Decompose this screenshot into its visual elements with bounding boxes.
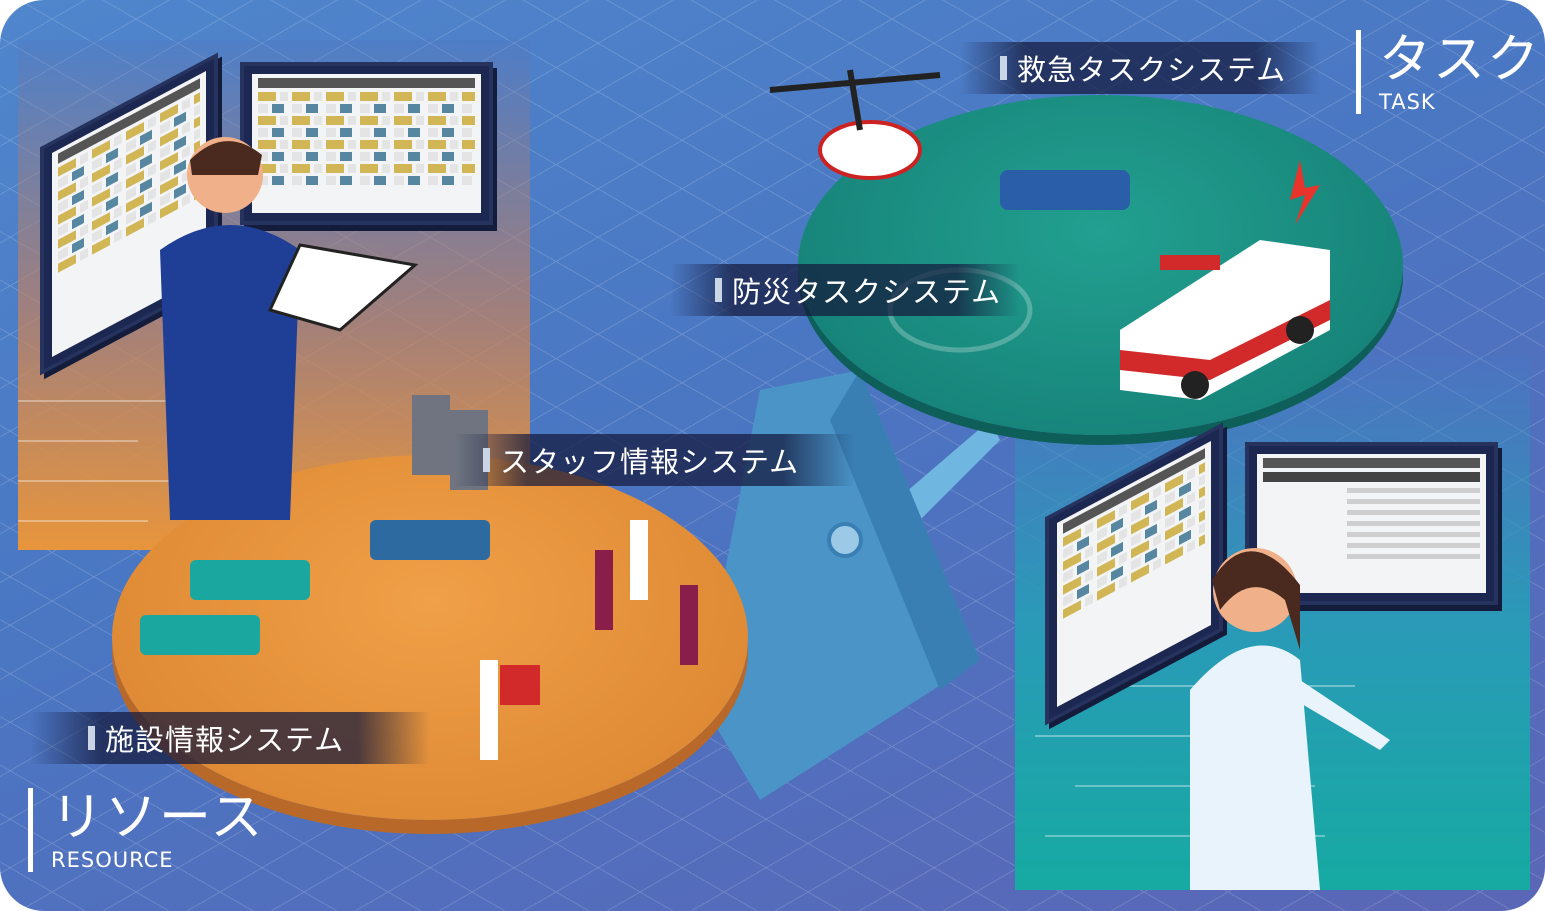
task-section-heading: タスク TASK bbox=[1356, 30, 1541, 114]
label-marker bbox=[483, 448, 490, 472]
label-text: 救急タスクシステム bbox=[1017, 53, 1287, 87]
resource-title: リソース bbox=[51, 788, 265, 848]
staff-figure-with-tablet bbox=[160, 137, 419, 520]
label-text: 施設情報システム bbox=[105, 723, 345, 757]
label-marker bbox=[715, 278, 722, 302]
label-text: スタッフ情報システム bbox=[500, 445, 800, 479]
label-disaster-task-system: 防災タスクシステム bbox=[670, 264, 1020, 316]
hospital-beds bbox=[140, 520, 490, 655]
seesaw-pivot bbox=[827, 522, 863, 558]
ambulance bbox=[1120, 240, 1330, 400]
task-subtitle: TASK bbox=[1379, 90, 1436, 114]
resource-subtitle: RESOURCE bbox=[51, 848, 174, 872]
label-emergency-task-system: 救急タスクシステム bbox=[960, 42, 1320, 94]
helicopter bbox=[769, 69, 941, 180]
label-facility-info-system: 施設情報システム bbox=[30, 712, 430, 764]
schedule-monitor bbox=[240, 62, 493, 225]
label-marker bbox=[88, 726, 95, 750]
label-marker bbox=[1000, 56, 1007, 80]
medical-bag bbox=[500, 665, 540, 705]
label-staff-info-system: スタッフ情報システム bbox=[455, 434, 855, 486]
staff-group bbox=[480, 520, 698, 760]
task-monitor bbox=[1245, 442, 1498, 605]
resource-section-heading: リソース RESOURCE bbox=[28, 788, 264, 872]
stretcher-with-patient bbox=[1000, 170, 1130, 210]
label-text: 防災タスクシステム bbox=[732, 275, 1002, 309]
task-title: タスク bbox=[1379, 30, 1542, 90]
